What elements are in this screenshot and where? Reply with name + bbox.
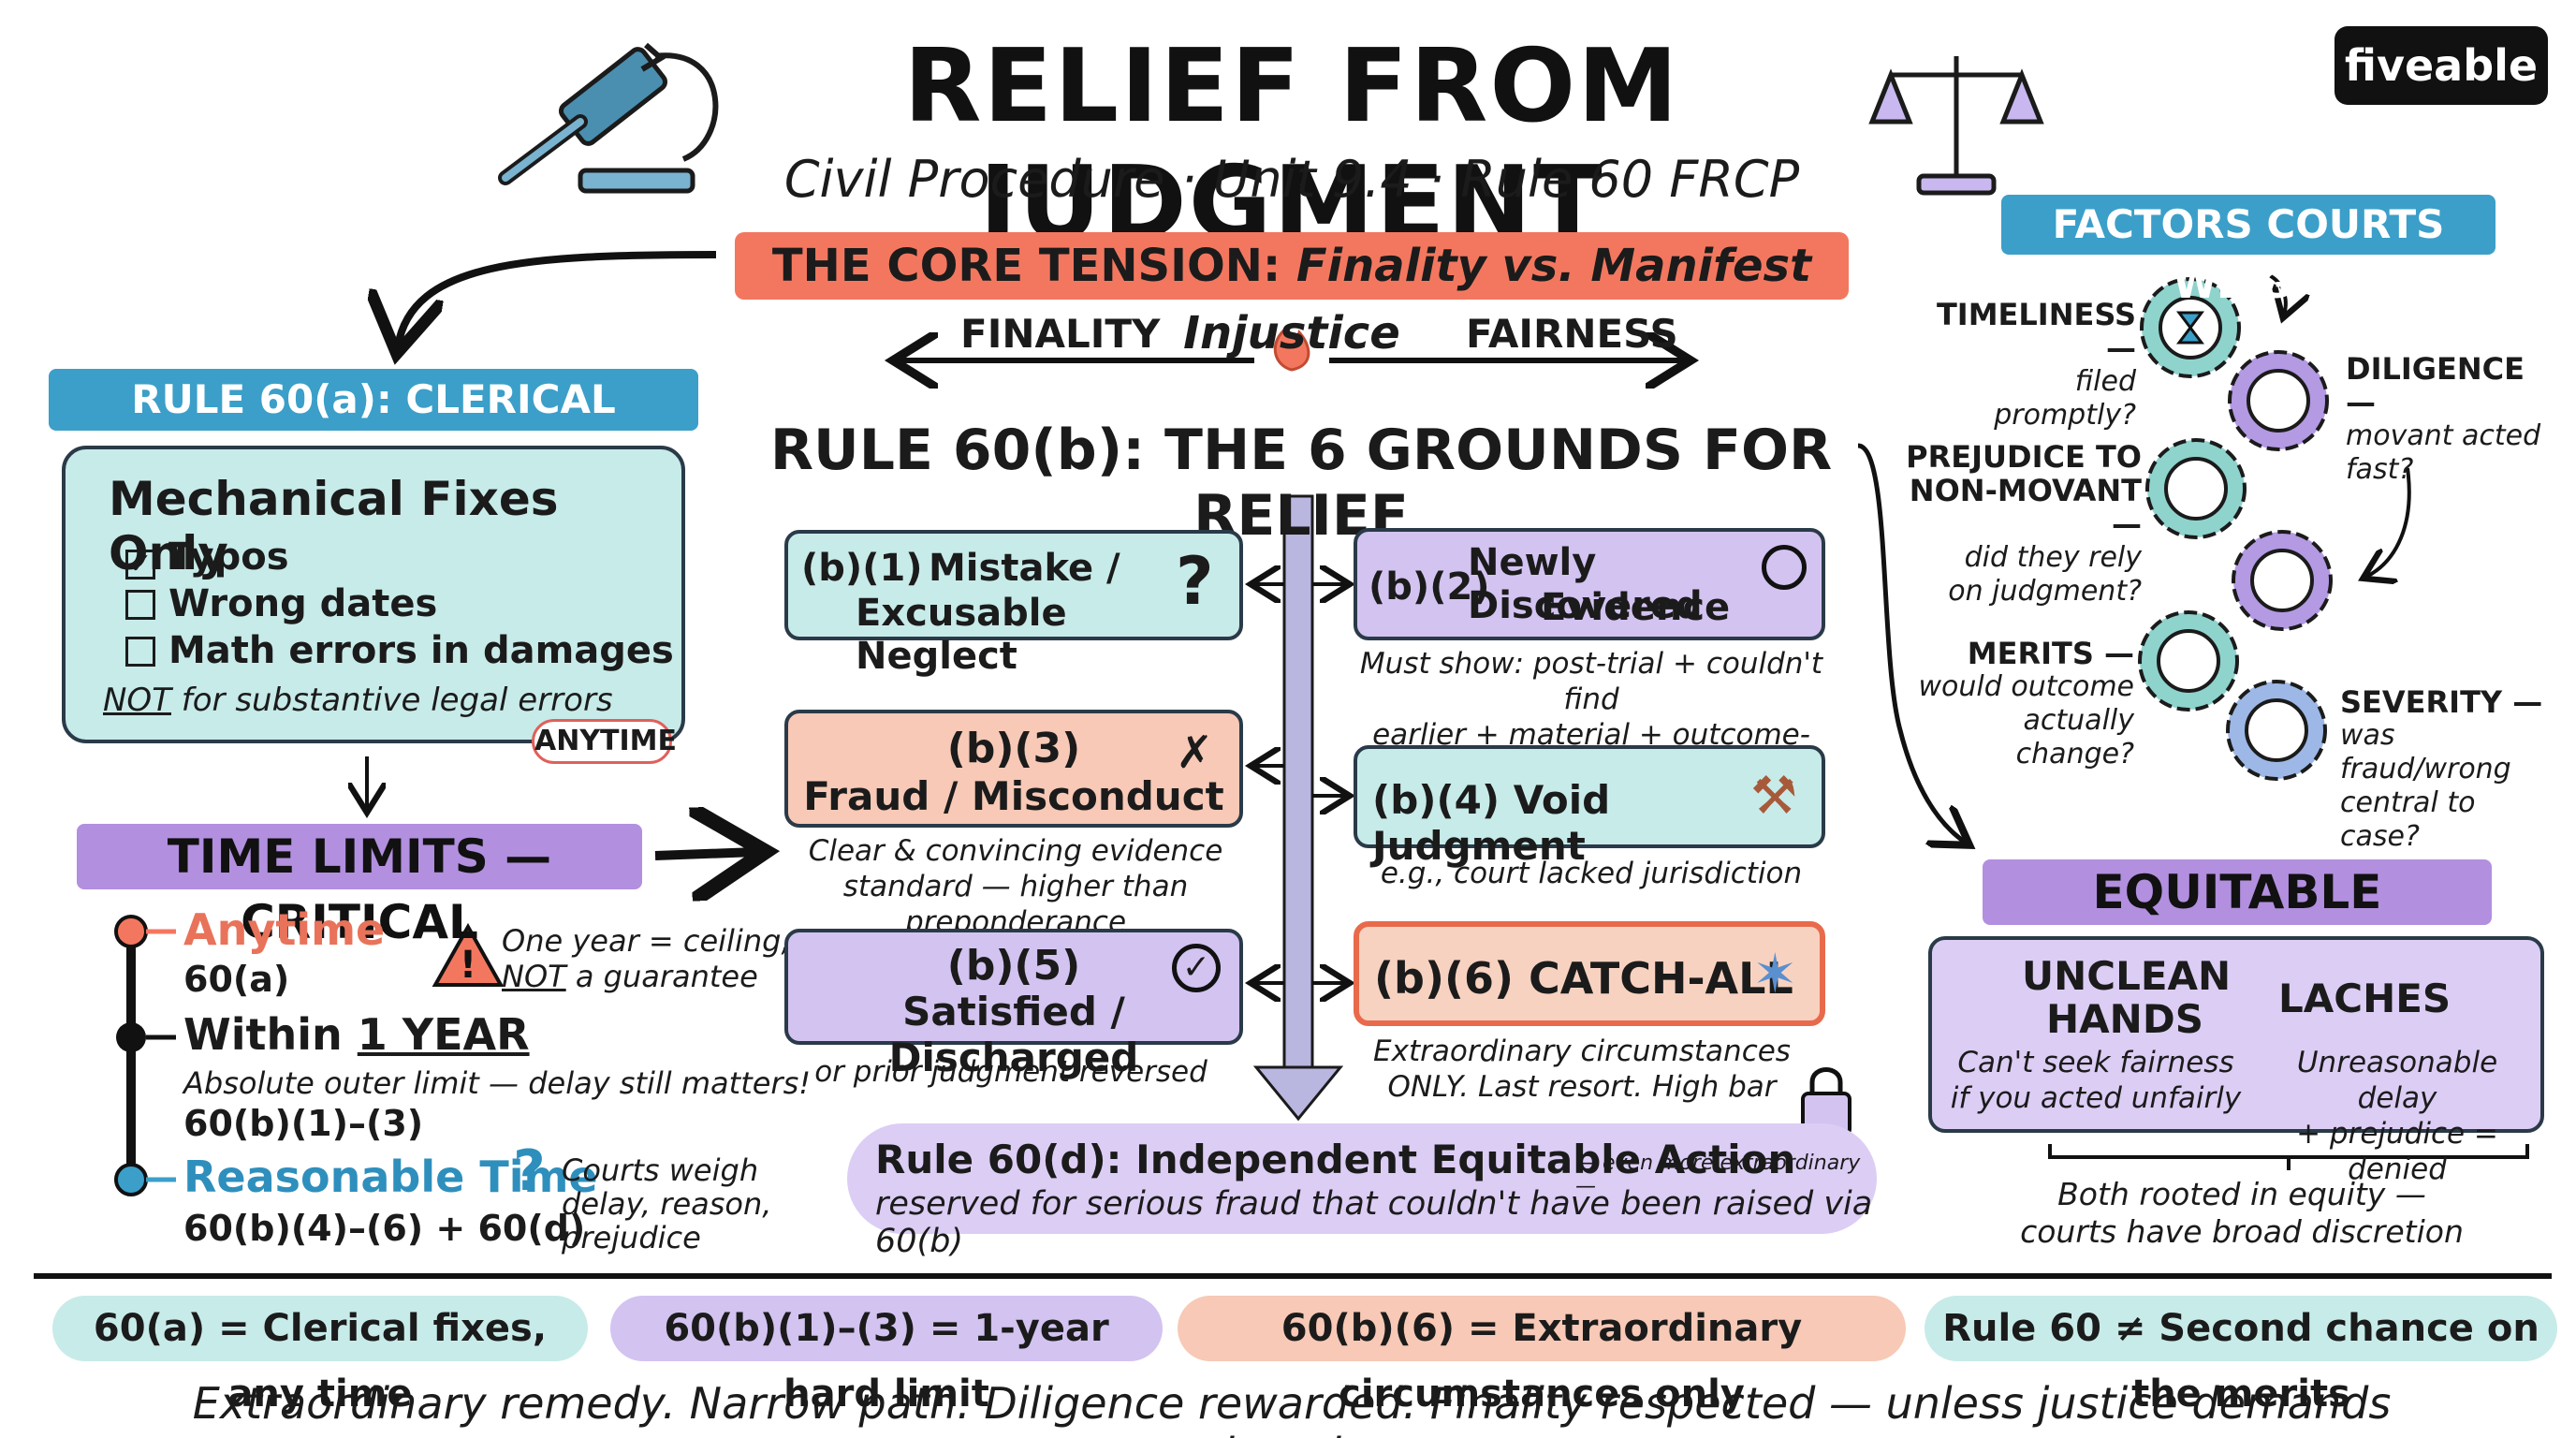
timeline-dot-anytime <box>114 915 148 948</box>
core-tension-banner: THE CORE TENSION: Finality vs. Manifest … <box>735 232 1849 360</box>
ground-b1-code: (b)(1) <box>801 547 923 590</box>
summary-pill-60b1-3: 60(b)(1)–(3) = 1-year hard limit <box>610 1296 1163 1416</box>
anytime-badge: ANYTIME <box>532 719 677 764</box>
brand-logo[interactable]: fiveable <box>2334 26 2548 105</box>
ground-b4-note: e.g., court lacked jurisdiction <box>1380 857 1803 890</box>
tension-lead: THE CORE TENSION: <box>771 240 1281 292</box>
checkmark-circle-icon: ✓ <box>1172 944 1221 992</box>
factor-severity: SEVERITY — was fraud/wrong central to ca… <box>2340 684 2543 853</box>
ground-b3-line1: Fraud / Misconduct <box>803 773 1224 819</box>
time-limits-header: TIME LIMITS — CRITICAL <box>77 824 642 949</box>
checklist-item-math: Math errors in damages <box>125 629 674 672</box>
ground-b1-card: (b)(1) Mistake / Excusable Neglect ? <box>784 530 1243 678</box>
ground-b3-card: (b)(3) Fraud / Misconduct ✗ <box>784 710 1243 828</box>
ground-b5-code: (b)(5) <box>946 942 1081 990</box>
ground-b1-line1: Mistake / <box>929 547 1120 590</box>
gear-diligence <box>2228 350 2329 451</box>
page-subtitle: Civil Procedure · Unit 9.4 · Rule 60 FRC… <box>783 150 1800 209</box>
torn-document-icon: ✗ <box>1176 726 1214 779</box>
broken-gavel-icon: ⚒ <box>1750 766 1798 827</box>
gavel-icon <box>498 42 719 194</box>
factors-header: FACTORS COURTS WEIGH <box>2001 195 2496 307</box>
gear-prejudice <box>2145 438 2247 539</box>
laches-desc: Unreasonable delay + prejudice = denied <box>2296 1046 2498 1186</box>
fairness-label: FAIRNESS <box>1466 311 1678 357</box>
unclean-hands-desc: Can't seek fairness if you acted unfairl… <box>1950 1046 2242 1115</box>
ground-b5-line1: Satisfied / Discharged <box>888 989 1139 1080</box>
equitable-footer: Both rooted in equity — courts have broa… <box>2020 1176 2464 1250</box>
factor-diligence: DILIGENCE — movant acted fast? <box>2346 351 2541 486</box>
rule-60d-line2: reserved for serious fraud that couldn't… <box>875 1185 1873 1260</box>
question-icon: ? <box>513 1138 546 1204</box>
rule-60a-card: Mechanical Fixes Only ✓Typos Wrong dates… <box>62 446 685 743</box>
checkbox-checked-icon: ✓ <box>125 550 155 580</box>
timeline-dot-year <box>116 1022 146 1052</box>
checkbox-empty-icon <box>125 637 155 667</box>
ground-b4-text: (b)(4) Void Judgment <box>1372 777 1611 869</box>
equitable-header: EQUITABLE DOCTRINES <box>1983 859 2492 985</box>
finality-label: FINALITY <box>960 311 1161 357</box>
gear-document <box>2232 530 2333 631</box>
ground-b5-card: (b)(5) Satisfied / Discharged ✓ <box>784 929 1243 1080</box>
divider <box>34 1273 2552 1279</box>
ground-b6-card: (b)(6) CATCH-ALL ✶ <box>1354 921 1825 1026</box>
warning-note: One year = ceiling, NOT a guarantee <box>502 923 791 994</box>
ground-b3-code: (b)(3) <box>946 725 1081 772</box>
timeline-dot-reasonable <box>114 1163 148 1196</box>
summary-pill-60b6: 60(b)(6) = Extraordinary circumstances o… <box>1178 1296 1906 1416</box>
rule-60d-callout: Rule 60(d): Independent Equitable Action… <box>847 1123 1877 1260</box>
time-anytime-ref: 60(a) <box>183 959 290 1000</box>
checkbox-empty-icon <box>125 590 155 620</box>
time-anytime-label: Anytime <box>183 904 386 955</box>
page-title: RELIEF FROM JUDGMENT <box>903 28 1680 262</box>
time-reasonable-label: Reasonable Time <box>183 1152 598 1202</box>
time-year-ref: 60(b)(1)–(3) <box>183 1103 424 1144</box>
confused-person-icon: ? <box>1176 543 1214 620</box>
ground-b4-card: (b)(4) Void Judgment ⚒ <box>1354 745 1825 869</box>
tagline: Extraordinary remedy. Narrow path. Dilig… <box>192 1378 2392 1438</box>
time-year-note: Absolute outer limit — delay still matte… <box>183 1065 812 1101</box>
equitable-card: UNCLEAN HANDS Can't seek fairness if you… <box>1928 936 2544 1186</box>
rule-60a-title: Mechanical Fixes Only <box>109 472 559 580</box>
factor-merits: MERITS — would outcome actually change? <box>1918 636 2134 770</box>
scales-icon <box>1868 56 2044 196</box>
rule-60a-not-note: NOT for substantive legal errors <box>103 682 613 719</box>
ground-b2-line1: Newly Discovered <box>1468 541 1703 627</box>
ground-b2-line2: Evidence <box>1541 586 1731 629</box>
rule-60d-small: — even more extraordinary — <box>1575 1152 1861 1198</box>
gear-severity <box>2226 680 2327 781</box>
grounds-title: RULE 60(b): THE 6 GROUNDS FOR RELIEF <box>769 418 1833 549</box>
ground-b3-note: Clear & convincing evidence standard — h… <box>808 834 1223 939</box>
summary-pill-60a: 60(a) = Clerical fixes, any time <box>52 1296 588 1416</box>
factor-timeliness: TIMELINESS — filed promptly? <box>1936 297 2136 432</box>
time-year-label: Within 1 YEAR <box>183 1009 530 1060</box>
magnifier-icon <box>1762 545 1807 590</box>
time-reasonable-note: Courts weigh delay, reason, prejudice <box>562 1152 772 1255</box>
gear-merits <box>2138 610 2239 712</box>
ground-b1-line2: Excusable Neglect <box>856 592 1067 678</box>
ground-b5-note: or prior judgment reversed <box>814 1055 1208 1089</box>
summary-pill-rule60: Rule 60 ≠ Second chance on the merits <box>1925 1296 2557 1416</box>
rule-60d-lead: Rule 60(d): Independent Equitable Action <box>875 1137 1796 1182</box>
unclean-hands-title: UNCLEAN HANDS <box>2022 953 2232 1042</box>
star-icon: ✶ <box>1752 942 1798 1005</box>
rule-60a-header: RULE 60(a): CLERICAL MISTAKES <box>49 369 698 484</box>
ground-b6-text: (b)(6) CATCH-ALL <box>1374 953 1793 1004</box>
ground-b2-card: (b)(2) Newly Discovered Evidence <box>1354 528 1825 640</box>
ground-b6-note: Extraordinary circumstances ONLY. Last r… <box>1373 1034 1791 1104</box>
checklist-item-dates: Wrong dates <box>125 582 437 625</box>
checklist-item-typos: ✓Typos <box>125 536 289 580</box>
time-reasonable-ref: 60(b)(4)–(6) + 60(d) <box>183 1208 586 1249</box>
tension-emphasis: Finality vs. Manifest Injustice <box>1183 240 1812 360</box>
ground-b2-code: (b)(2) <box>1368 565 1490 609</box>
factor-prejudice: PREJUDICE TO NON-MOVANT — did they rely … <box>1906 439 2142 608</box>
laches-title: LACHES <box>2278 976 2452 1021</box>
